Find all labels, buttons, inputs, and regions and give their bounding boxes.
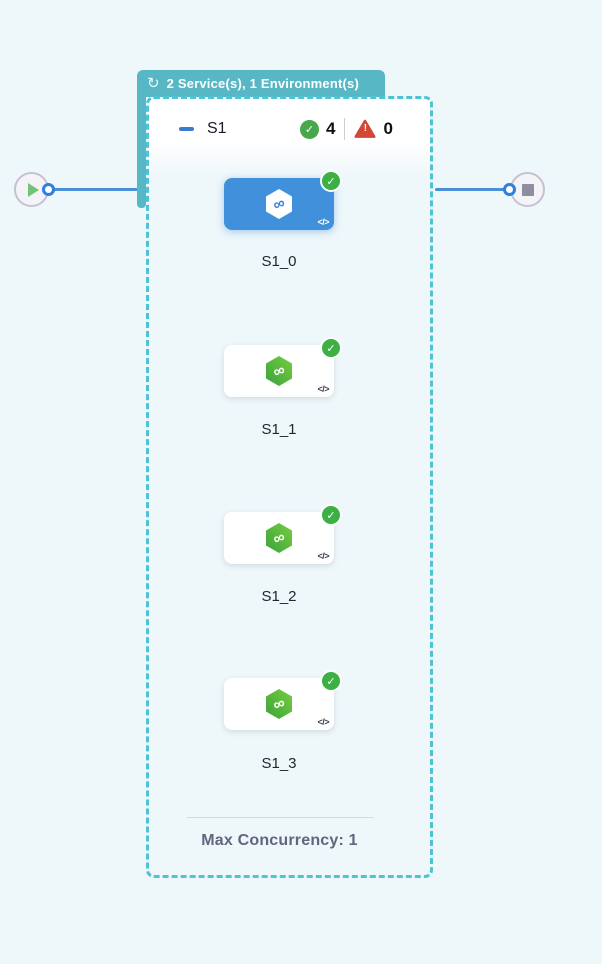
stage-badge-label: 2 Service(s), 1 Environment(s) <box>166 76 359 91</box>
harness-logo-icon: ∞ <box>262 187 296 226</box>
node-success-badge: ✓ <box>320 504 342 526</box>
node-success-badge: ✓ <box>320 670 342 692</box>
stage-header-background <box>149 99 430 177</box>
failure-count: 0 <box>383 119 393 138</box>
node-success-badge: ✓ <box>320 337 342 359</box>
harness-logo-icon: ∞ <box>262 354 296 393</box>
success-count: 4 <box>326 119 336 138</box>
harness-logo-icon: ∞ <box>262 521 296 560</box>
svg-text:∞: ∞ <box>271 695 288 715</box>
success-check-icon: ✓ <box>300 119 319 139</box>
edge-stage-to-end <box>435 188 507 191</box>
status-divider <box>344 118 346 140</box>
stage-container <box>146 96 433 878</box>
collapse-stage-icon[interactable] <box>179 127 194 131</box>
svg-text:∞: ∞ <box>271 362 288 382</box>
edge-connector-end <box>503 183 516 196</box>
node-label: S1_0 <box>261 253 297 270</box>
code-icon: </> <box>317 717 329 727</box>
node-success-badge: ✓ <box>320 170 342 192</box>
service-node-s1-2[interactable]: ∞ ✓ </> <box>224 504 342 564</box>
svg-text:∞: ∞ <box>271 529 288 549</box>
code-icon: </> <box>317 551 329 561</box>
play-icon <box>28 182 39 197</box>
node-label: S1_1 <box>261 421 297 438</box>
stop-icon <box>521 183 534 196</box>
node-label: S1_2 <box>261 588 297 605</box>
loop-icon: ↻ <box>147 75 160 92</box>
stage-accent-strip <box>137 96 146 208</box>
node-label: S1_3 <box>261 755 297 772</box>
service-node-s1-3[interactable]: ∞ ✓ </> <box>224 670 342 730</box>
code-icon: </> <box>317 217 329 227</box>
svg-text:∞: ∞ <box>271 195 288 215</box>
stage-status-summary: ✓ 4 ! 0 <box>300 118 393 140</box>
footer-divider <box>187 817 374 818</box>
code-icon: </> <box>317 384 329 394</box>
harness-logo-icon: ∞ <box>262 687 296 726</box>
warning-icon: ! <box>354 119 376 139</box>
edge-start-to-stage <box>48 188 138 191</box>
stage-title: S1 <box>207 120 227 137</box>
matrix-stage-badge[interactable]: ↻ 2 Service(s), 1 Environment(s) <box>137 70 385 97</box>
max-concurrency-label: Max Concurrency: 1 <box>201 832 358 849</box>
service-node-s1-1[interactable]: ∞ ✓ </> <box>224 337 342 397</box>
service-node-s1-0[interactable]: ∞ ✓ </> <box>224 170 342 230</box>
edge-connector-start <box>42 183 55 196</box>
